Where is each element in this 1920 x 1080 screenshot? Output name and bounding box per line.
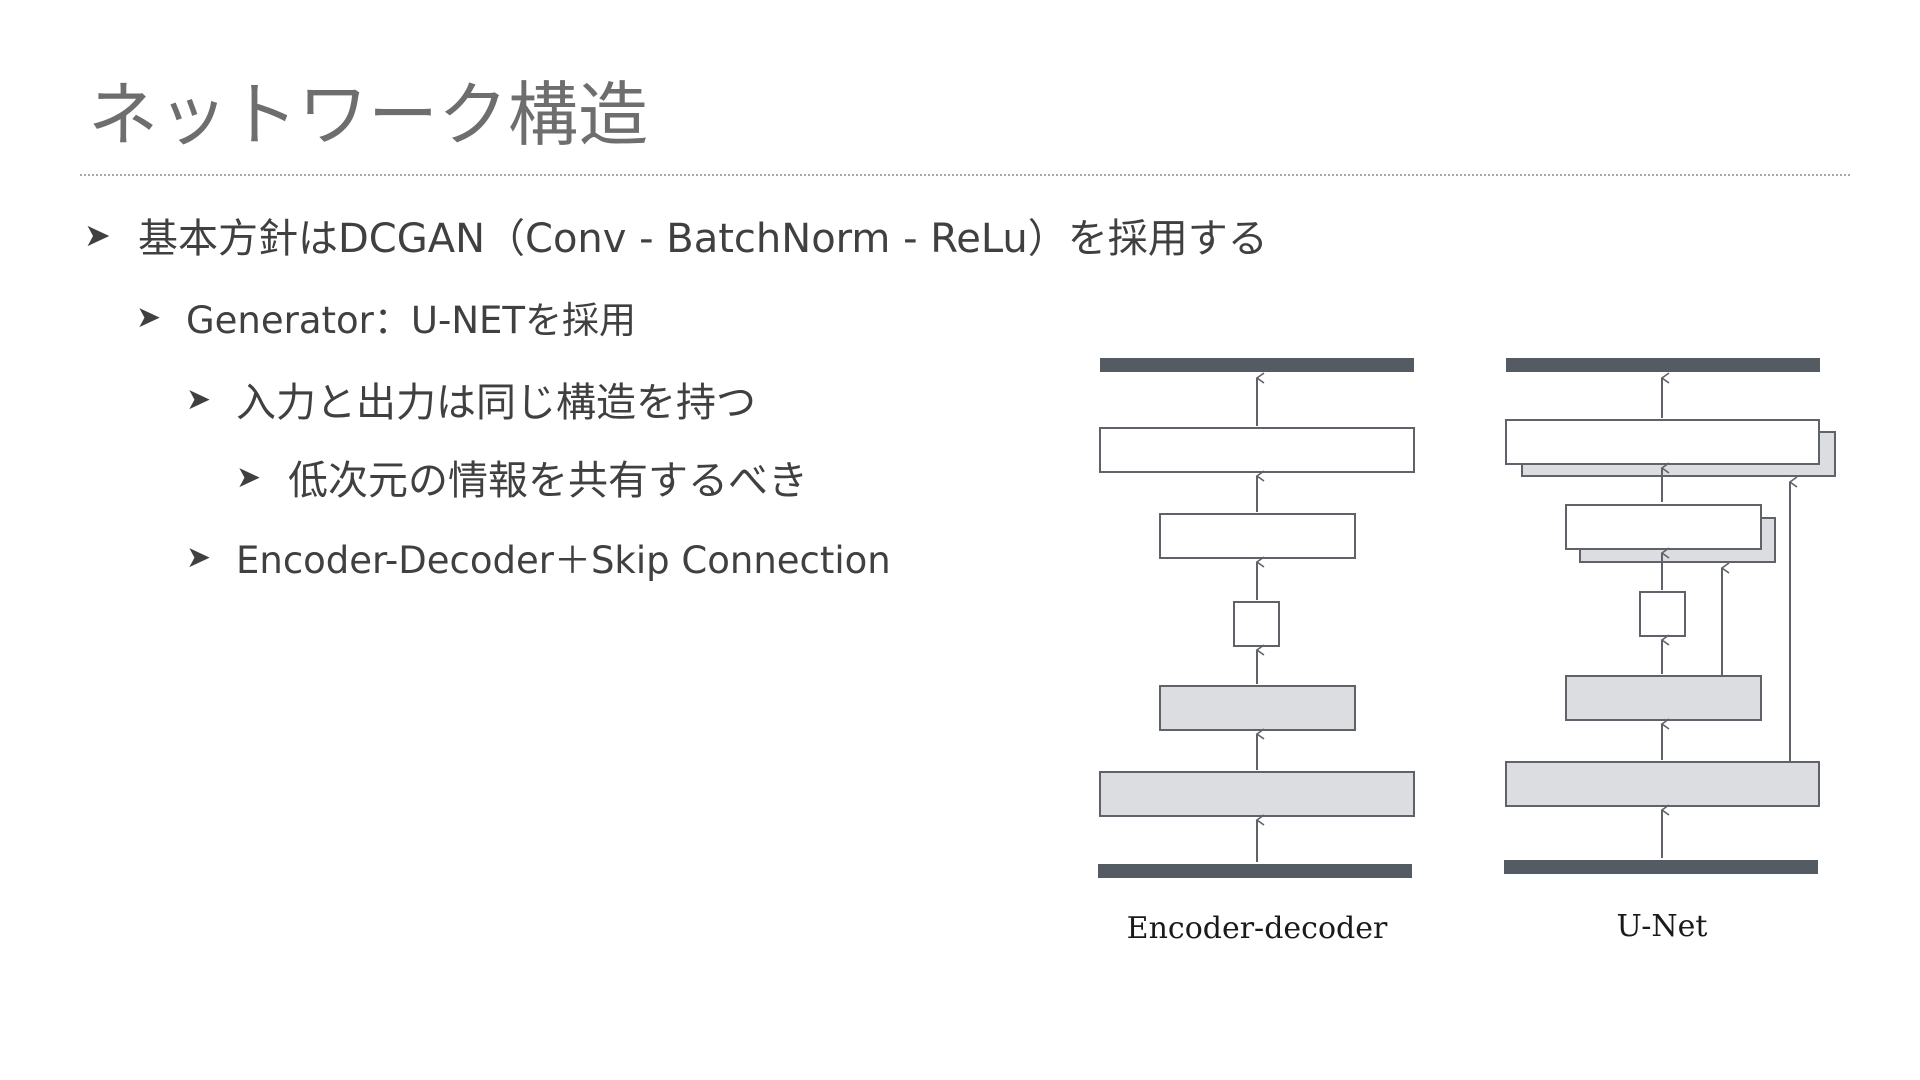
bullet-arrow-icon: ➤ [186,381,212,417]
bullet-text: Encoder-Decoder＋Skip Connection [236,539,891,582]
bullet-arrow-icon: ➤ [186,539,212,575]
decoder-block [1505,419,1820,465]
decoder-block [1159,513,1356,559]
input-bar [1504,860,1818,874]
bullet-arrow-icon: ➤ [236,459,262,495]
bullet-share-low-level: ➤ 低次元の情報を共有するべき [236,448,808,506]
output-bar [1100,358,1414,372]
bullet-arrow-icon: ➤ [84,216,111,254]
title-divider [80,174,1850,176]
encoder-block [1099,771,1415,817]
bullet-dcgan: ➤ 基本方針はDCGAN（Conv - BatchNorm - ReLu）を採用… [84,206,1268,264]
bullet-skip-connection: ➤ Encoder-Decoder＋Skip Connection [186,530,891,584]
input-bar [1098,864,1412,878]
architecture-figure: Encoder-decoder U-Net [1080,340,1860,960]
bullet-same-structure: ➤ 入力と出力は同じ構造を持つ [186,370,756,428]
bottleneck-block [1639,591,1686,637]
bullet-text: 低次元の情報を共有するべき [288,458,808,504]
slide-title: ネットワーク構造 [88,74,648,156]
bullet-text: 基本方針はDCGAN（Conv - BatchNorm - ReLu）を採用する [138,216,1268,262]
encoder-block [1159,685,1356,731]
decoder-block [1565,504,1762,550]
encoder-block [1565,675,1762,721]
encoder-block [1505,761,1820,807]
output-bar [1506,358,1820,372]
encoder-decoder-diagram: Encoder-decoder [1098,358,1415,946]
encoder-decoder-label: Encoder-decoder [1127,911,1388,946]
bullet-generator: ➤ Generator：U-NETを採用 [136,290,636,344]
unet-diagram: U-Net [1504,358,1836,944]
unet-label: U-Net [1617,909,1708,944]
bottleneck-block [1233,601,1280,647]
architecture-diagram: Encoder-decoder U-Net [1098,358,1836,946]
bullet-text: Generator：U-NETを採用 [186,299,636,342]
decoder-block [1099,427,1415,473]
bullet-text: 入力と出力は同じ構造を持つ [236,380,756,426]
bullet-arrow-icon: ➤ [136,299,162,335]
